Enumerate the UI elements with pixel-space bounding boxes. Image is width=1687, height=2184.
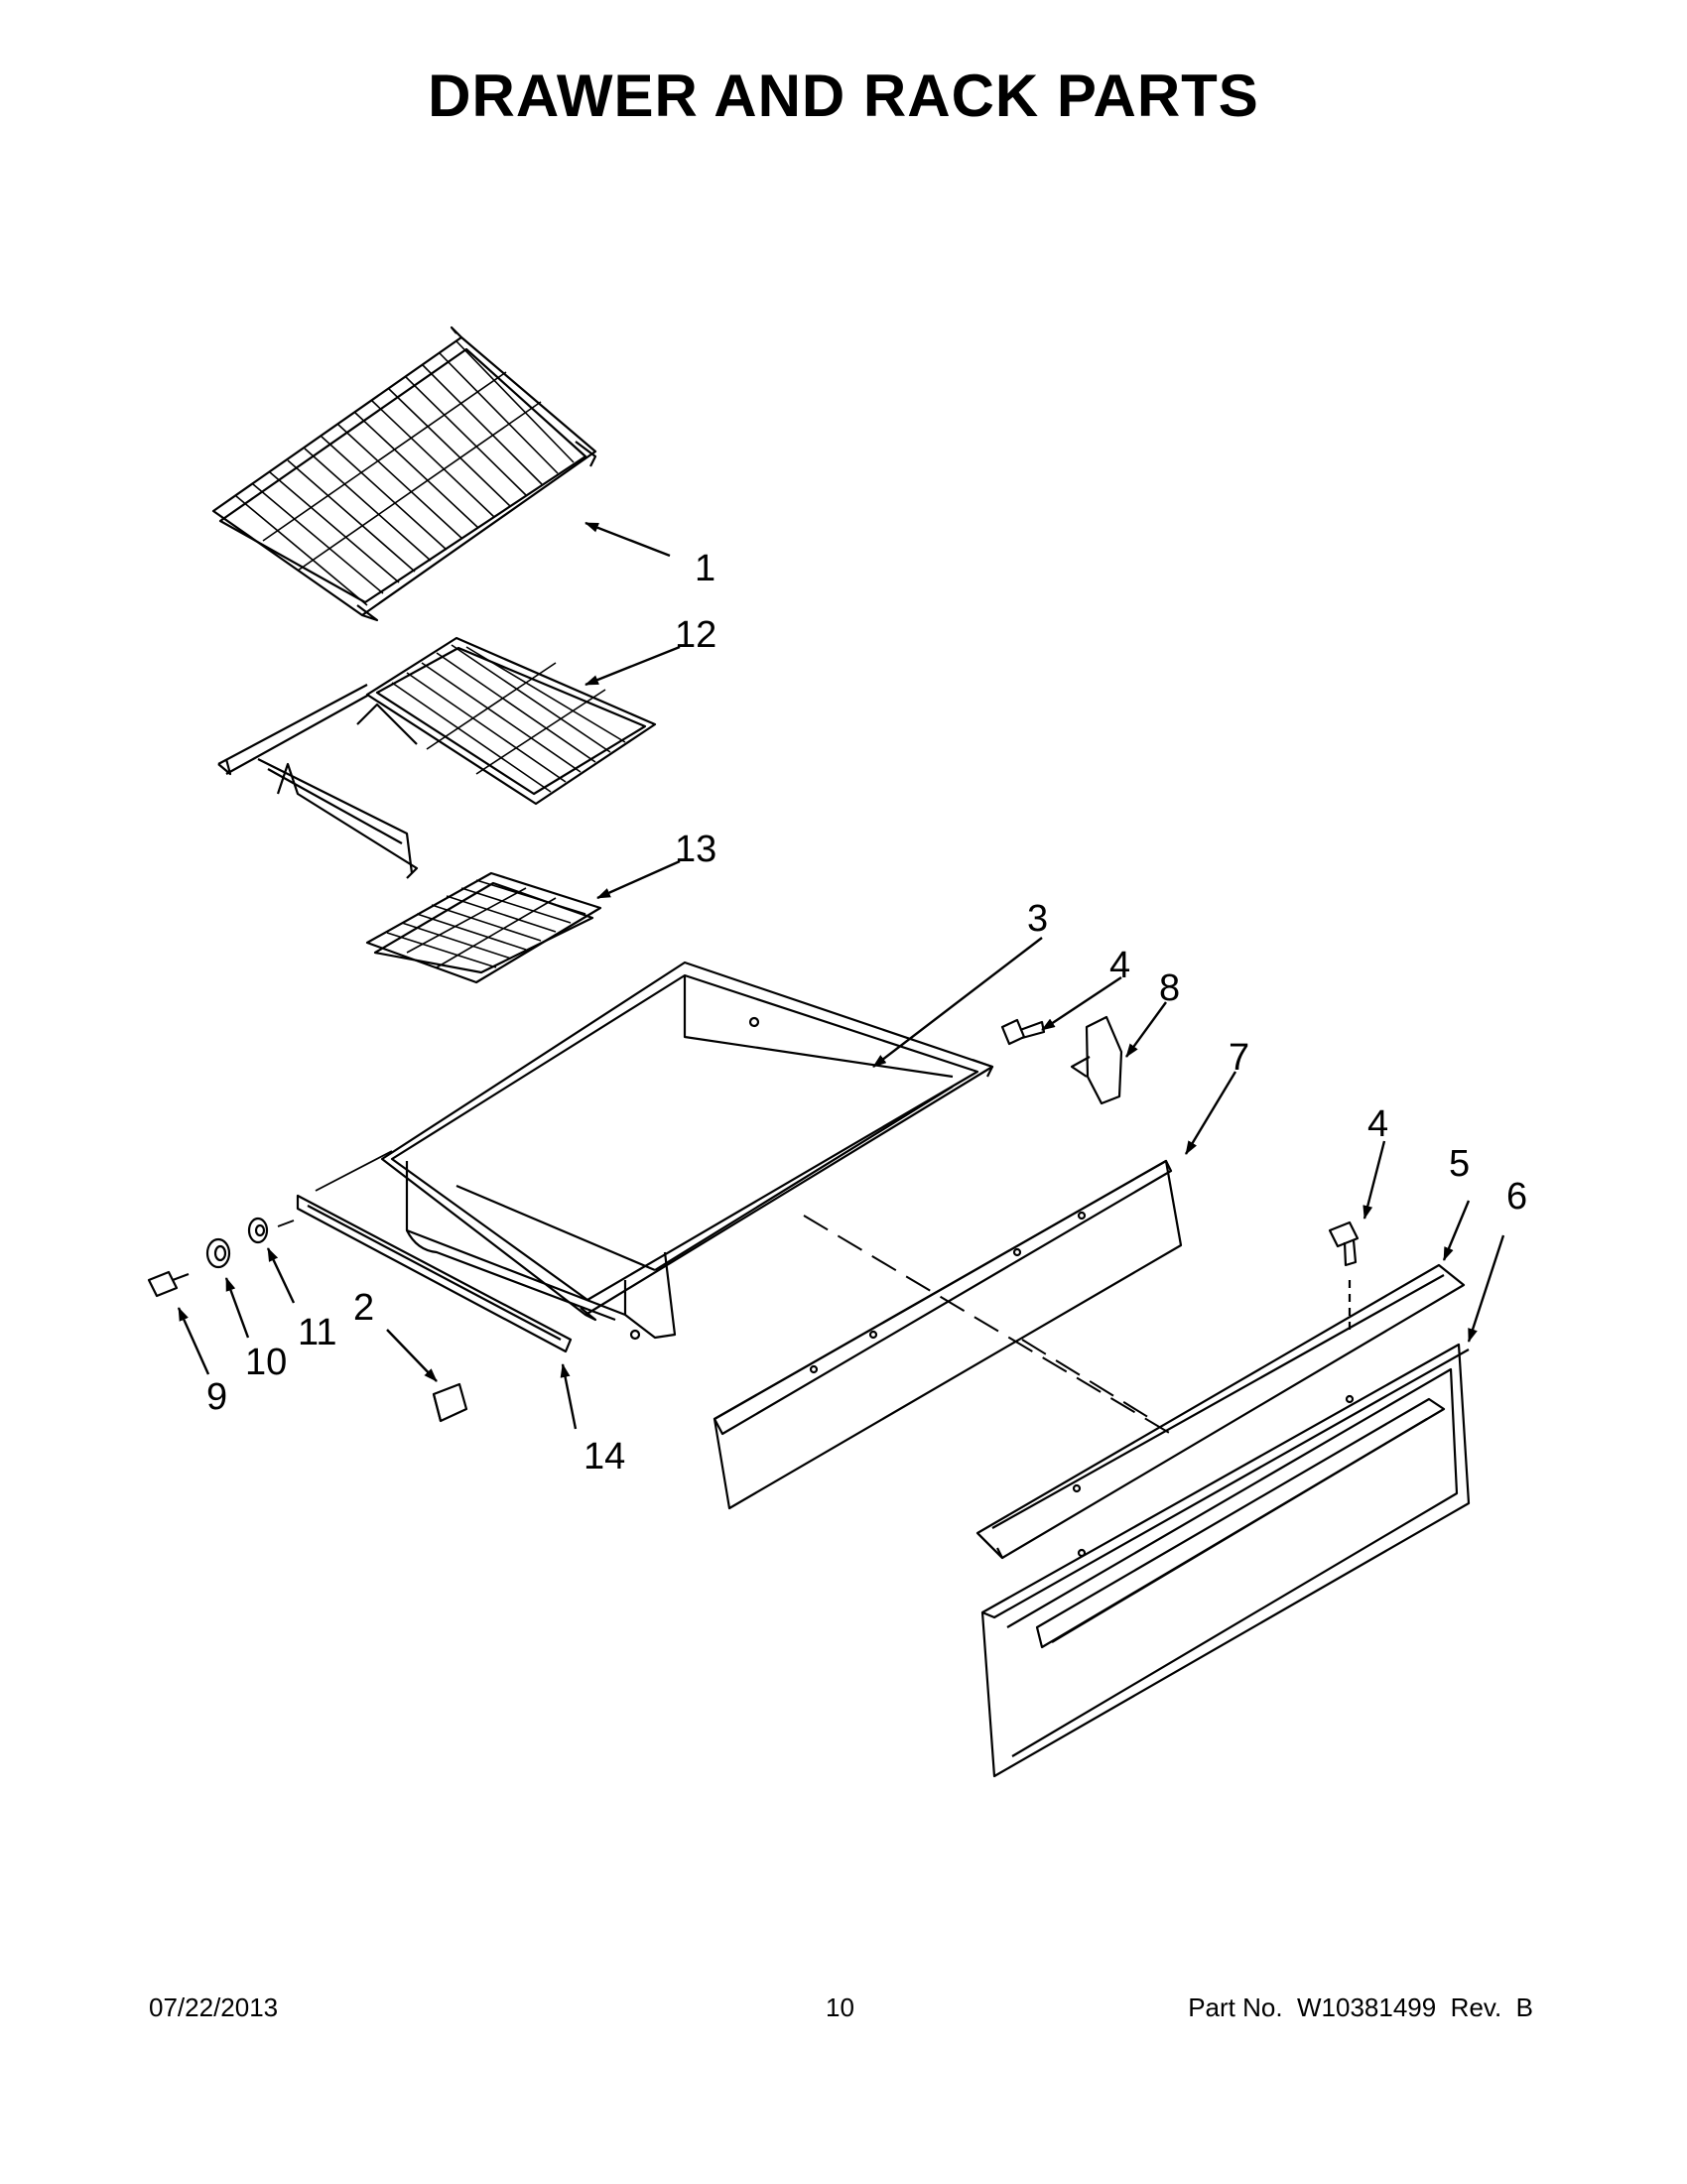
callout-7: 7: [1229, 1037, 1249, 1079]
slide-rail-part-14: [296, 1150, 573, 1353]
callout-5: 5: [1449, 1143, 1470, 1185]
screw-part-4-upper: [1000, 1018, 1046, 1046]
page-title: DRAWER AND RACK PARTS: [428, 63, 1259, 129]
callout-11: 11: [298, 1312, 336, 1353]
callout-4-upper: 4: [1109, 945, 1130, 986]
footer-part-number: Part No. W10381499 Rev. B: [1188, 1992, 1533, 2022]
callout-2: 2: [353, 1287, 374, 1329]
bumper-part-2: [432, 1382, 468, 1423]
callout-12: 12: [675, 614, 716, 656]
callout-9: 9: [206, 1376, 227, 1418]
callout-1: 1: [695, 548, 715, 589]
extendable-rack-part-12: [217, 636, 657, 879]
drawer-front-part-6: [980, 1343, 1471, 1778]
oven-rack-part-1: [211, 325, 597, 622]
bracket-part-8: [1070, 1015, 1123, 1105]
callout-4-lower: 4: [1367, 1103, 1388, 1145]
trim-strip-part-5: [975, 1263, 1466, 1560]
footer-page-number: 10: [826, 1992, 854, 2022]
drawer-front-panel-part-7: [713, 1159, 1183, 1510]
small-rack-part-13: [365, 871, 602, 984]
callout-14: 14: [584, 1436, 625, 1477]
callout-6: 6: [1506, 1176, 1527, 1218]
drawer-pan-part-3: [380, 961, 994, 1341]
callout-8: 8: [1159, 967, 1180, 1009]
screw-part-4-lower: [1328, 1220, 1360, 1335]
callout-3: 3: [1027, 898, 1048, 940]
roller-wheel-part-10: [205, 1237, 231, 1269]
footer-date: 07/22/2013: [149, 1992, 279, 2022]
roller-spacer-part-11: [247, 1217, 269, 1244]
roller-screw-part-9: [147, 1270, 190, 1298]
callout-10: 10: [245, 1342, 287, 1383]
callout-13: 13: [675, 829, 716, 870]
